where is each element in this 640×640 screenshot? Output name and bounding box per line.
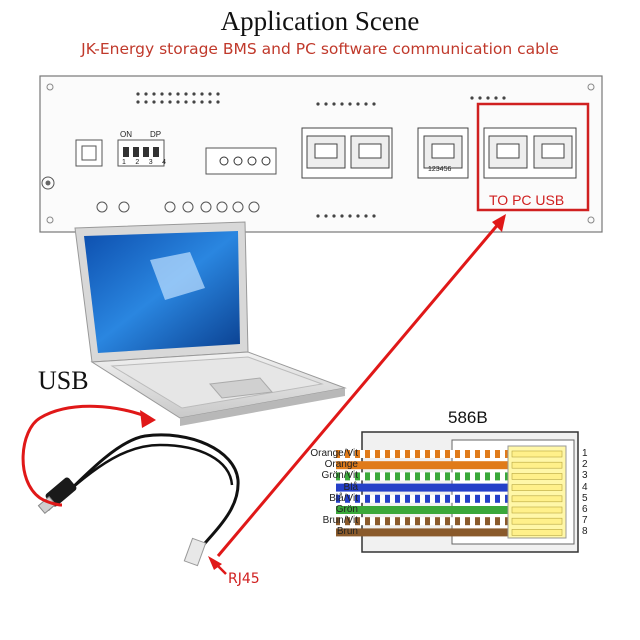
contact-5 [511,495,563,503]
wire-name: Brun/Vit [322,515,358,527]
pin-number: 5 [582,492,588,504]
usb-connection-line [21,404,151,507]
dip-number: 3 [148,159,153,166]
wire-1 [336,450,508,458]
wire-7 [336,517,508,526]
wire-name: Blå [343,481,358,493]
dip-number: 4 [162,159,166,166]
pinout-standard-label: 586B [448,408,488,427]
laptop [74,221,347,426]
contact-4 [511,484,563,491]
pin-number: 3 [582,470,588,482]
bms-board [39,75,603,233]
led-row [96,201,260,213]
pin-header [136,92,220,104]
contact-8 [511,529,563,536]
dip-number: 1 [122,159,126,166]
contact-1 [511,450,563,458]
pin-number: 4 [582,481,588,493]
rj45-to-port-line [216,221,502,557]
pin-number: 1 [582,448,588,459]
dip-dp-label: DP [150,130,162,139]
wire-4 [336,483,508,492]
rj45-port-group-2 [483,127,577,179]
wire-2 [336,461,508,470]
wire-name: Orange [324,459,358,471]
dip-number: 2 [135,159,140,166]
wire-name: Grön [335,504,358,515]
wire-name: Orange/Vit [310,448,358,459]
contact-7 [511,517,563,525]
terminal-block [205,147,277,175]
power-switch-drawing [41,176,55,190]
rj45-pinout [336,431,579,553]
pin-number: 8 [582,526,588,538]
connector-pins-label: 123456 [428,166,452,173]
dip-number-labels: 1 2 3 4 [122,159,166,166]
rj45-label: RJ45 [228,571,260,587]
pin-number: 7 [582,515,588,527]
wire-name: Blå/Vit [329,492,358,504]
pin-number: 2 [582,459,588,471]
wire-name: Grön/Vit [321,470,359,482]
reset-button-drawing [75,139,103,167]
pin-number: 6 [582,504,588,515]
dip-on-label: ON [120,130,132,139]
usb-cable [37,433,240,567]
pc-port-highlight [476,102,590,212]
contact-6 [511,506,563,514]
contact-3 [511,473,563,480]
connector-6pin [417,127,469,179]
board-port-label: TO PC USB [489,192,565,208]
wire-name: Brun [336,526,358,538]
wire-6 [336,506,508,514]
wire-3 [336,472,508,481]
pinout-wires [336,450,508,537]
page-title: Application Scene [220,6,420,36]
rj45-port-group-1 [301,127,393,179]
page-subtitle: JK-Energy storage BMS and PC software co… [81,40,559,58]
contact-2 [511,461,563,469]
wire-8 [336,528,508,537]
pinout-contacts [507,445,567,539]
wire-5 [336,494,508,503]
usb-label: USB [38,366,89,395]
